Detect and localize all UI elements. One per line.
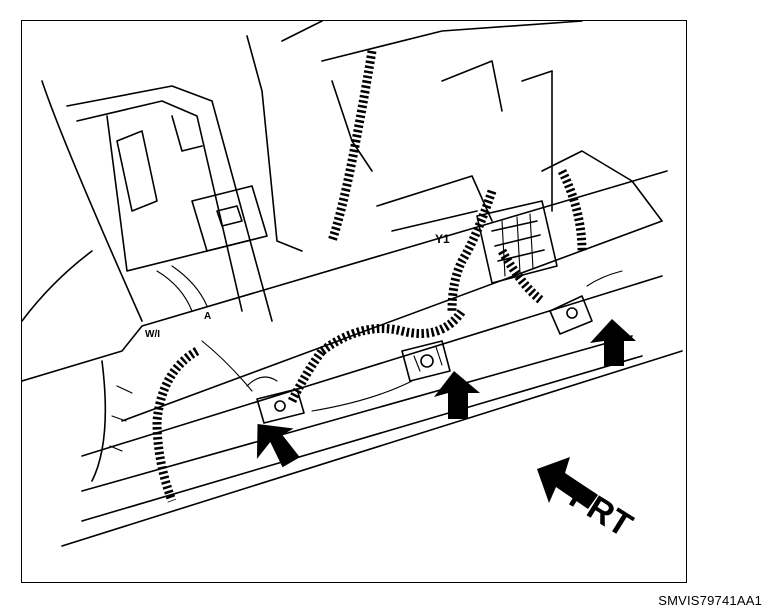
front-arrow-icon [537,457,598,509]
marking-wi: W/I [145,329,160,340]
harness-clips [201,270,623,424]
small-markings: W/I A [145,311,211,340]
connector-label-y1: Y1 [435,232,450,246]
harness-clip-left [246,376,305,424]
wiring-harness-diagram: Y1 W/I A [22,21,683,547]
console-structure [41,21,663,322]
indicator-arrows [256,319,636,468]
illustration-frame: Y1 W/I A [21,20,687,583]
arrow-right [590,319,636,366]
body-panel-outline [22,170,683,547]
harness-looms [152,50,587,503]
harness-clip-right [549,270,623,335]
harness-clip-center [401,340,451,382]
connector-block-y1: Y1 [435,200,558,284]
marking-a: A [204,311,211,322]
front-direction-indicator: FRT [537,457,639,545]
arrow-left [256,423,300,468]
figure-id: SMVIS79741AA1 [658,593,762,608]
arrow-center [434,371,480,419]
